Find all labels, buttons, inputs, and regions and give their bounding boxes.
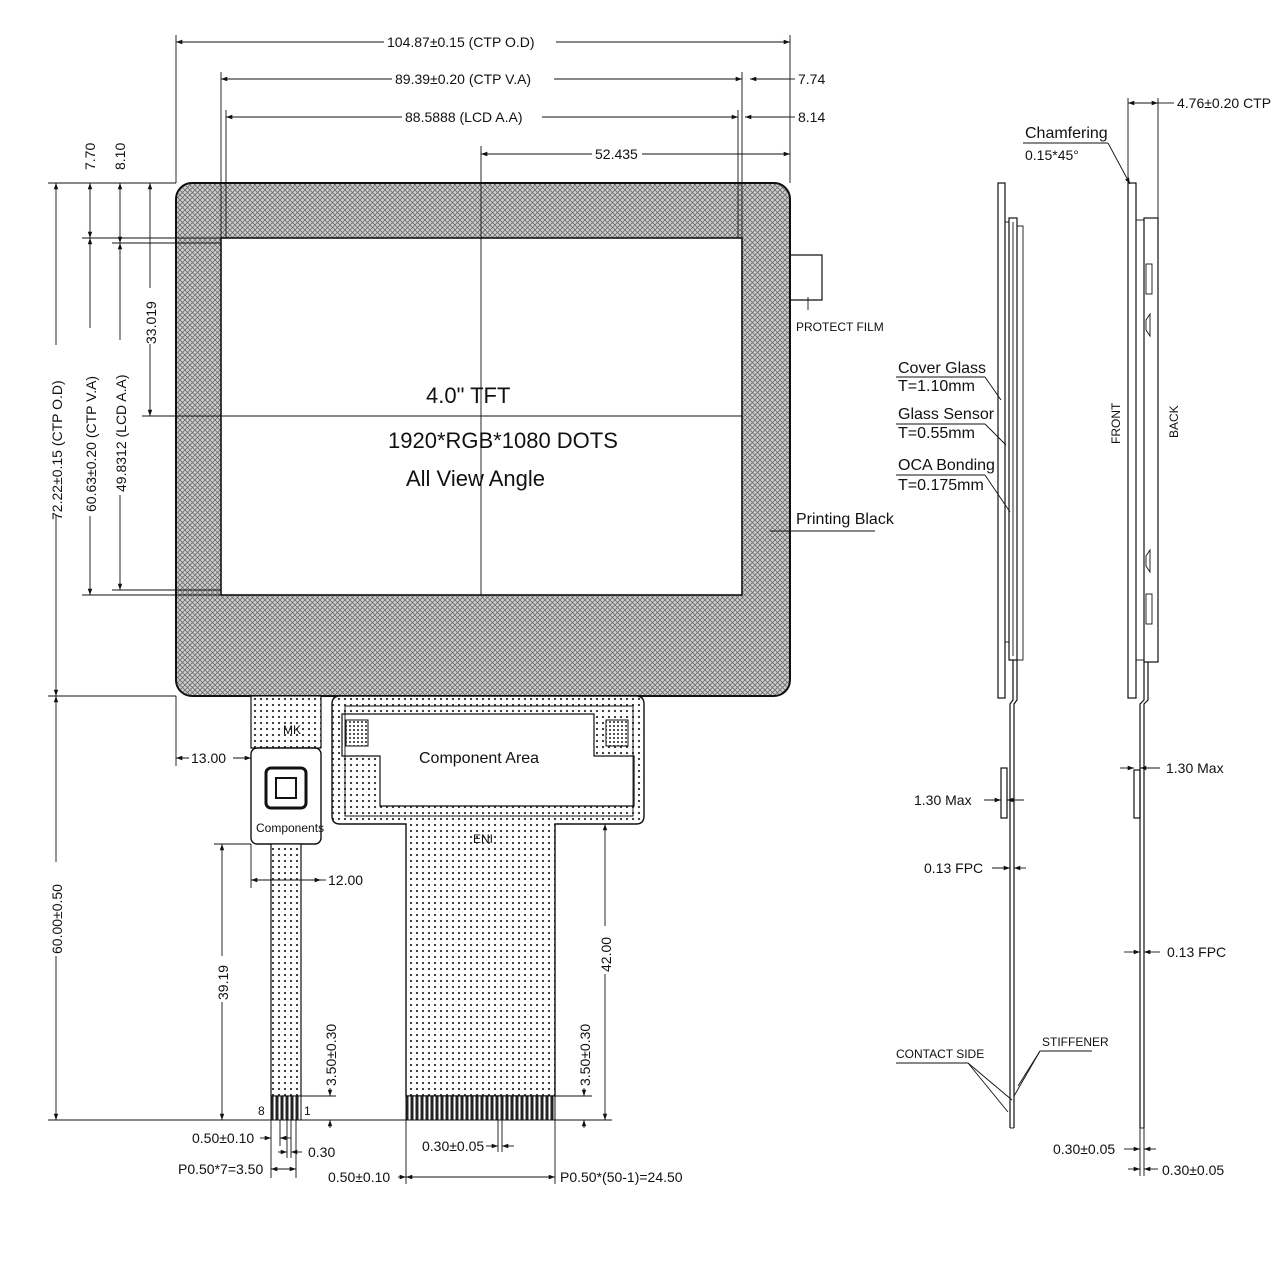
- fpc-mark-large: ENI: [473, 832, 493, 846]
- contact-side-label: CONTACT SIDE: [896, 1047, 984, 1061]
- pin-last-label: 1: [304, 1104, 311, 1118]
- dim-lcd-aa-width: 88.5888 (LCD A.A): [405, 109, 523, 125]
- dim-large-fpc-length: 42.00: [598, 937, 614, 972]
- side-view-front: Cover Glass T=1.10mm Glass Sensor T=0.55…: [896, 182, 1123, 1129]
- small-fpc-tail: [270, 843, 302, 1097]
- dim-ctp-va-height: 60.63±0.20 (CTP V.A): [83, 376, 99, 512]
- dim-small-fpc-width: 12.00: [328, 872, 363, 888]
- dim-small-fpc-length: 39.19: [215, 965, 231, 1000]
- pin-first-label: 8: [258, 1104, 265, 1118]
- back-fpc-label: 0.13 FPC: [1167, 944, 1226, 960]
- dim-top-aa: 8.10: [112, 143, 128, 170]
- back-label: BACK: [1167, 405, 1181, 438]
- front-fpc-label: 0.13 FPC: [924, 860, 983, 876]
- protect-film-label: PROTECT FILM: [796, 320, 884, 334]
- component-area: [341, 713, 635, 807]
- dim-ctp-od-height: 72.22±0.15 (CTP O.D): [49, 380, 65, 520]
- panel-title: 4.0" TFT: [426, 383, 510, 408]
- dim-ctp-od-width: 104.87±0.15 (CTP O.D): [387, 34, 535, 50]
- pad-left: [345, 719, 369, 747]
- front-view: 4.0" TFT 1920*RGB*1080 DOTS All View Ang…: [46, 33, 895, 1185]
- glass-sensor-label: Glass Sensor: [898, 406, 995, 423]
- small-fpc-neck: [250, 695, 322, 749]
- dim-center-v-offset: 33.019: [143, 301, 159, 344]
- lcd-active-area: [220, 237, 743, 596]
- dim-center-offset: 52.435: [595, 146, 638, 162]
- dim-small-pitch-tol: 0.50±0.10: [192, 1130, 254, 1146]
- dim-small-pitch-total: P0.50*7=3.50: [178, 1161, 263, 1177]
- oca-bonding-label: OCA Bonding: [898, 457, 995, 474]
- back-pin-label: 0.30±0.05: [1162, 1162, 1224, 1178]
- dim-large-fpc-finger: 3.50±0.30: [577, 1024, 593, 1086]
- dim-large-pitch-total: P0.50*(50-1)=24.50: [560, 1169, 683, 1185]
- dim-large-pitch-tol: 0.50±0.10: [328, 1169, 390, 1185]
- dim-lcd-aa-height: 49.8312 (LCD A.A): [113, 374, 129, 492]
- cover-glass-t-label: T=1.10mm: [898, 378, 975, 395]
- component-area-label: Component Area: [419, 750, 539, 767]
- dim-large-pin-width: 0.30±0.05: [422, 1138, 484, 1154]
- front-max-label: 1.30 Max: [914, 792, 972, 808]
- components-label: Components: [256, 821, 324, 835]
- dim-ctp-va-width: 89.39±0.20 (CTP V.A): [395, 71, 531, 87]
- ic-core: [275, 777, 297, 799]
- small-fpc-fingers: [270, 1095, 302, 1121]
- dim-right-aa: 8.14: [798, 109, 825, 125]
- panel-view-angle: All View Angle: [406, 466, 545, 491]
- dim-small-fpc-finger: 3.50±0.30: [323, 1024, 339, 1086]
- dim-small-pin-width: 0.30: [308, 1144, 335, 1160]
- oca-bonding-t-label: T=0.175mm: [898, 477, 984, 494]
- cover-glass-label: Cover Glass: [898, 360, 986, 377]
- front-pin-label: 0.30±0.05: [1053, 1141, 1115, 1157]
- dim-right-va: 7.74: [798, 71, 825, 87]
- chamfering-label: Chamfering: [1025, 125, 1108, 142]
- panel-resolution: 1920*RGB*1080 DOTS: [388, 428, 618, 453]
- glass-sensor-t-label: T=0.55mm: [898, 425, 975, 442]
- back-max-label: 1.30 Max: [1166, 760, 1224, 776]
- fpc-mark-small: MK: [283, 723, 301, 737]
- side-view-back: 4.76±0.20 CTP Chamfering 0.15*45° BACK 1…: [1023, 95, 1271, 1178]
- front-label: FRONT: [1109, 402, 1123, 444]
- pad-right: [605, 719, 629, 747]
- printing-black-label: Printing Black: [796, 511, 895, 528]
- ctp-thickness-label: 4.76±0.20 CTP: [1177, 95, 1271, 111]
- large-fpc-fingers: [405, 1095, 556, 1121]
- chamfer-value-label: 0.15*45°: [1025, 147, 1079, 163]
- stiffener-label: STIFFENER: [1042, 1035, 1109, 1049]
- dim-fpc-total-length: 60.00±0.50: [49, 884, 65, 954]
- dim-top-va: 7.70: [82, 143, 98, 170]
- protect-film-tab: [790, 254, 823, 301]
- dim-small-fpc-offset: 13.00: [191, 750, 226, 766]
